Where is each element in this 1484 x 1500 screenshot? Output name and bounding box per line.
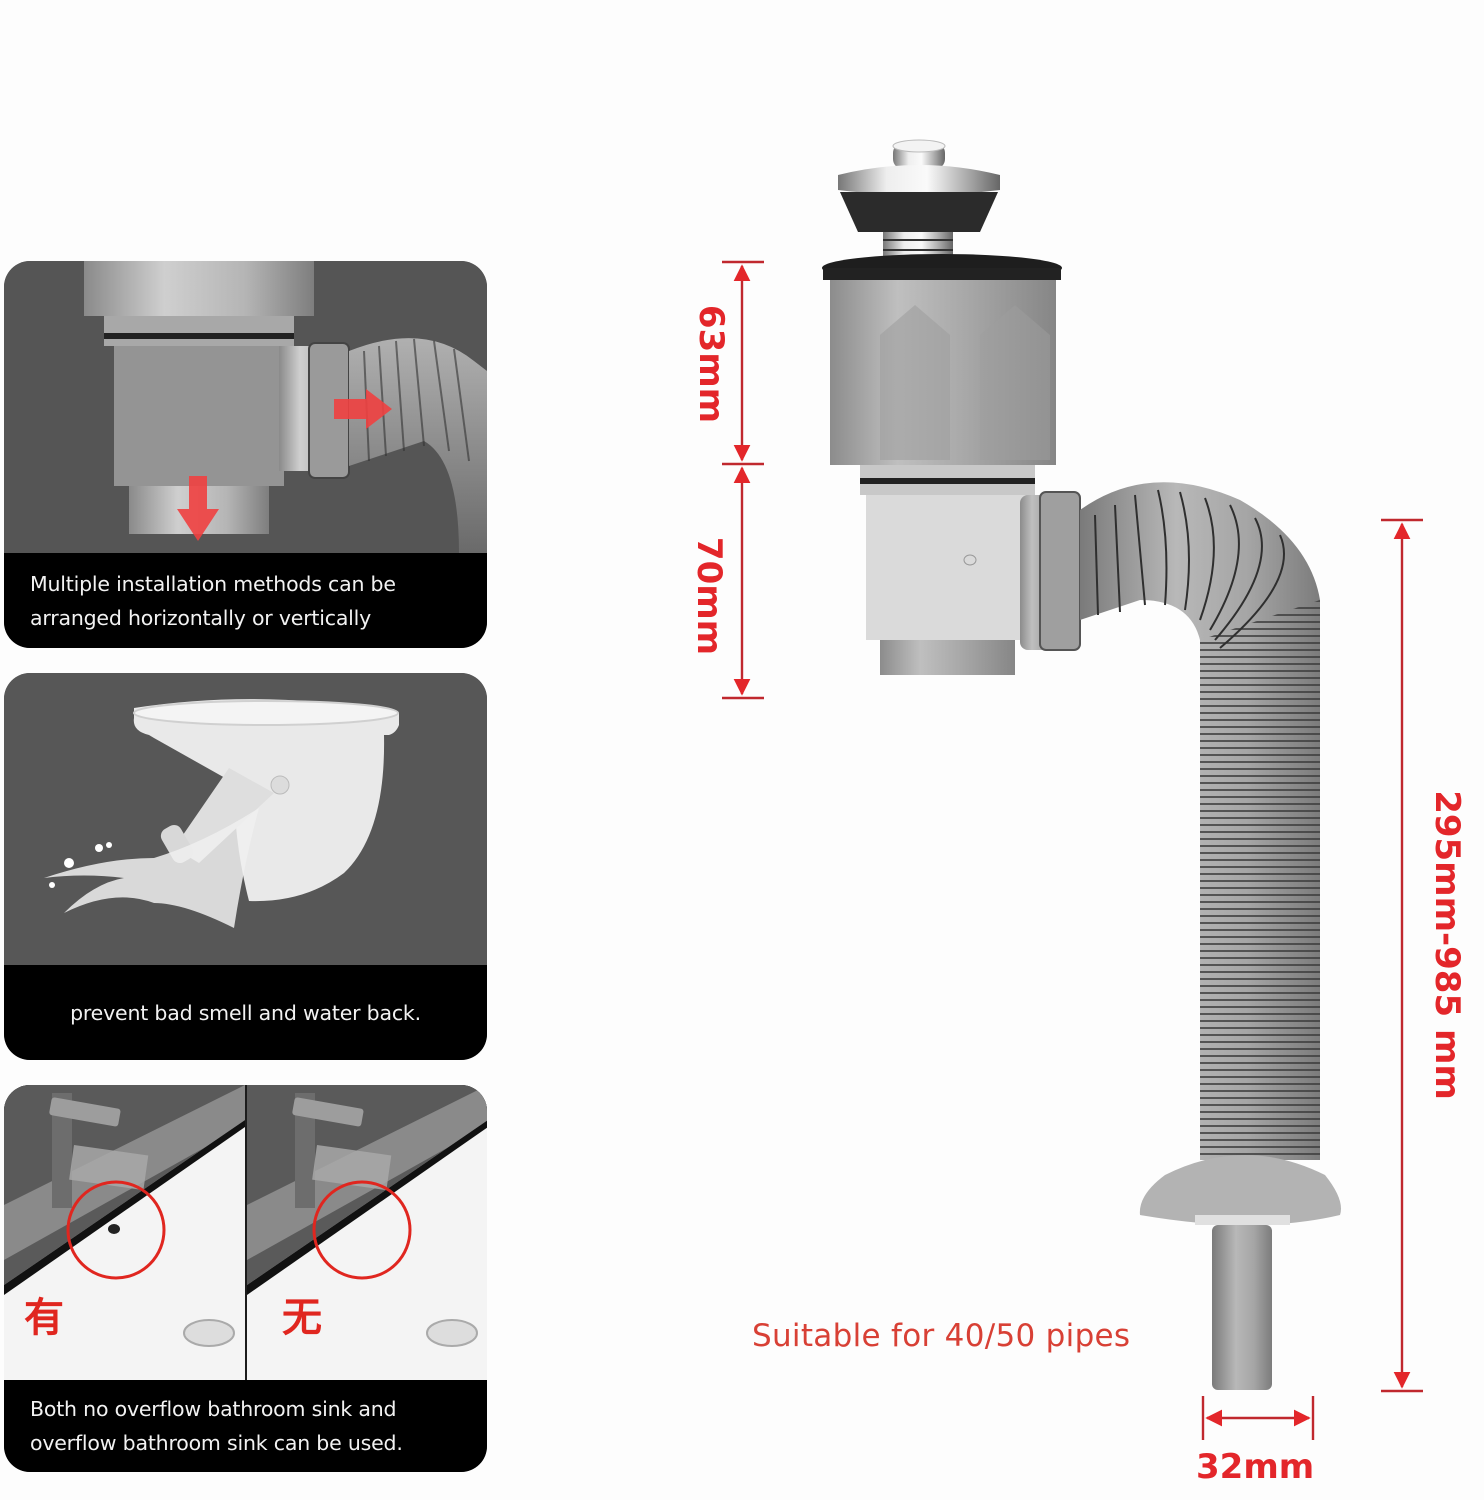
caption-line: arranged horizontally or vertically — [30, 605, 372, 630]
telescopic-hose — [1020, 482, 1320, 1160]
without-overflow-label: 无 — [282, 1295, 322, 1341]
check-valve-housing — [860, 465, 1035, 675]
caption-line: overflow bathroom sink can be used. — [30, 1431, 403, 1455]
feature-caption-installation: Multiple installation methods can be arr… — [4, 553, 487, 648]
dimension-lines-left — [722, 260, 764, 700]
dimension-line-outlet — [1201, 1396, 1315, 1440]
sink-with-overflow-panel: 有 — [4, 1085, 245, 1380]
outlet-diameter-label: 32mm — [1196, 1447, 1315, 1487]
drain-trap-illustration — [4, 261, 487, 553]
caption-line: prevent bad smell and water back. — [70, 1000, 421, 1025]
sink-without-overflow-image — [247, 1085, 487, 1380]
popup-stopper — [838, 139, 1000, 272]
upper-body-height-label: 63mm — [691, 304, 732, 424]
feature-caption-sink-compatibility: Both no overflow bathroom sink and overf… — [4, 1380, 487, 1472]
pipe-compatibility-note: Suitable for 40/50 pipes — [752, 1318, 1131, 1354]
caption-line: Both no overflow bathroom sink and — [30, 1397, 397, 1421]
sink-comparison-photos: 有 无 — [4, 1085, 487, 1380]
check-valve-illustration — [4, 673, 487, 965]
feature-card-installation: Multiple installation methods can be arr… — [4, 261, 487, 648]
feature-caption-anti-odor: prevent bad smell and water back. — [4, 965, 487, 1060]
caption-line: Multiple installation methods can be — [30, 571, 396, 596]
dimension-line-hose — [1381, 518, 1423, 1393]
hose-length-label: 295mm-985 mm — [1426, 790, 1467, 1100]
sink-without-overflow-panel: 无 — [247, 1085, 487, 1380]
feature-card-sink-compatibility: 有 无 Both no overflow bathroom sink and o… — [4, 1085, 487, 1472]
feature-card-anti-odor: prevent bad smell and water back. — [4, 673, 487, 1060]
with-overflow-label: 有 — [24, 1295, 64, 1341]
lower-body-height-label: 70mm — [689, 536, 730, 656]
outlet-base — [1139, 1155, 1341, 1390]
upper-body — [822, 254, 1062, 465]
sink-with-overflow-image — [4, 1085, 245, 1380]
